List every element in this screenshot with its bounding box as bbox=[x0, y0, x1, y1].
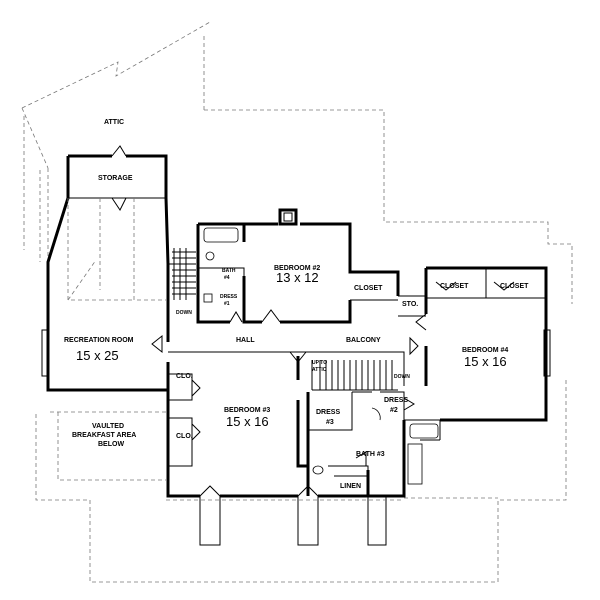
bath4-label-1: BATH bbox=[222, 268, 236, 274]
balcony-label: BALCONY bbox=[346, 337, 381, 344]
clo1-label: CLO. bbox=[176, 373, 193, 380]
bedroom4-label: BEDROOM #4 bbox=[462, 347, 508, 354]
bath4-label-2: #4 bbox=[224, 275, 230, 281]
attic-access-label-1: UP TO bbox=[312, 360, 327, 366]
bedroom3-label: BEDROOM #3 bbox=[224, 407, 270, 414]
dress2-label-1: DRESS bbox=[384, 397, 408, 404]
attic-label: ATTIC bbox=[104, 119, 124, 126]
linen-label: LINEN bbox=[340, 483, 361, 490]
dress1-label-1: DRESS bbox=[220, 294, 238, 300]
doors bbox=[111, 145, 515, 497]
fixtures bbox=[203, 227, 439, 485]
roof-outline bbox=[21, 21, 573, 583]
hall-label: HALL bbox=[236, 337, 255, 344]
stair-down-right-label: DOWN bbox=[394, 374, 410, 380]
bath3-label: BATH #3 bbox=[356, 451, 385, 458]
stair-right bbox=[311, 360, 398, 391]
dress2-label-2: #2 bbox=[390, 407, 398, 414]
recreation-room-size: 15 x 25 bbox=[76, 348, 119, 363]
closet1-label: CLOSET bbox=[440, 283, 469, 290]
room-labels: ATTIC STORAGE RECREATION ROOM 15 x 25 VA… bbox=[64, 119, 529, 490]
clo2-label: CLO. bbox=[176, 433, 193, 440]
bedroom2-size: 13 x 12 bbox=[276, 270, 319, 285]
dress1-label-2: #1 bbox=[224, 301, 230, 307]
vaulted-label-1: VAULTED bbox=[92, 423, 124, 430]
storage-label: STORAGE bbox=[98, 175, 133, 182]
walls bbox=[41, 154, 551, 546]
bedroom2-label: BEDROOM #2 bbox=[274, 265, 320, 272]
sto-label: STO. bbox=[402, 301, 418, 308]
vaulted-label-2: BREAKFAST AREA bbox=[72, 432, 136, 439]
closet-bedroom2-label: CLOSET bbox=[354, 285, 383, 292]
recreation-room-label: RECREATION ROOM bbox=[64, 337, 134, 344]
stair-left bbox=[172, 248, 196, 300]
bedroom3-size: 15 x 16 bbox=[226, 414, 269, 429]
stair-down-left-label: DOWN bbox=[176, 310, 192, 316]
closet2-label: CLOSET bbox=[500, 283, 529, 290]
vaulted-label-3: BELOW bbox=[98, 441, 124, 448]
attic-access-label-2: ATTIC bbox=[312, 367, 327, 373]
dress3-label-1: DRESS bbox=[316, 409, 340, 416]
dress3-label-2: #3 bbox=[326, 419, 334, 426]
bedroom4-size: 15 x 16 bbox=[464, 354, 507, 369]
